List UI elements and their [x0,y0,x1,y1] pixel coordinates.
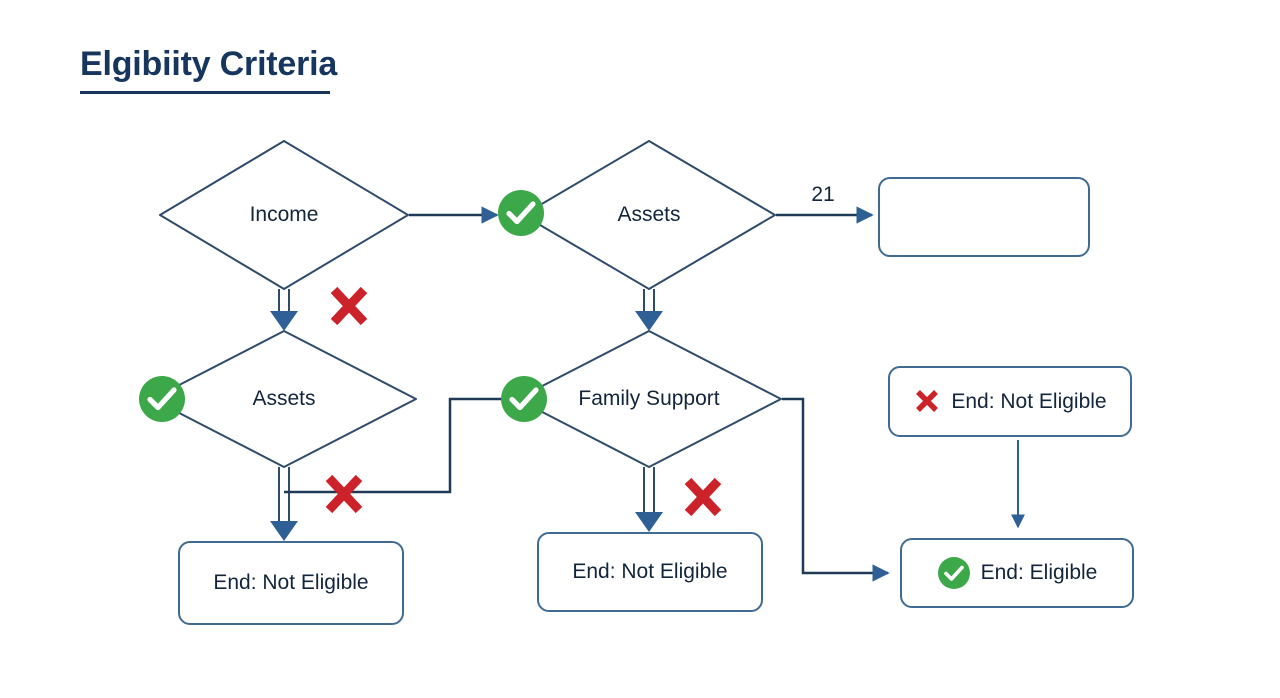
node-label-assets-mid: Assets [252,387,316,410]
page-title: Elgibiity Criteria [80,45,338,83]
edge-assets-mid-to-end-not-eligible-left [270,467,298,541]
node-diamond-assets-mid[interactable] [151,330,417,468]
node-label-family-support: Family Support [578,387,720,410]
edge-family-support-left-elbow [284,397,516,494]
node-box-end-eligible-label: End: Eligible [980,561,1098,584]
node-label-income: Income [249,203,319,226]
edge-family-support-to-end-eligible [782,397,890,582]
node-diamond-assets-top[interactable] [522,140,776,290]
edge-label-21: 21 [811,183,835,206]
node-box-end-not-eligible-right-label: End: Not Eligible [951,389,1107,413]
node-diamond-family-support[interactable] [516,330,782,468]
node-box-end-not-eligible-left-label: End: Not Eligible [213,571,369,594]
node-box-end-not-eligible-mid-label: End: Not Eligible [572,560,728,583]
node-box-end-not-eligible-left[interactable]: End: Not Eligible [178,541,404,625]
check-green-icon [937,556,971,590]
node-box-end-eligible[interactable]: End: Eligible [900,538,1134,608]
x-red-icon-income-branch [327,284,371,328]
check-green-icon-assets-top [497,189,545,237]
node-box-end-not-eligible-mid[interactable]: End: Not Eligible [537,532,763,612]
x-red-icon-assets-mid-branch [322,472,366,516]
edge-family-support-to-end-not-eligible-mid [635,467,663,532]
node-box-empty[interactable] [878,177,1090,257]
edge-assets-top-to-family-support [635,289,663,331]
check-green-icon-family-support [500,375,548,423]
x-red-icon [913,388,941,416]
node-label-assets-top: Assets [617,203,681,226]
check-green-icon-assets-mid [138,375,186,423]
edge-income-to-assets-mid [270,289,298,331]
x-red-icon-family-support-branch [681,475,725,519]
node-diamond-income[interactable] [159,140,409,290]
node-box-end-not-eligible-right[interactable]: End: Not Eligible [888,366,1132,437]
title-underline [80,91,330,94]
